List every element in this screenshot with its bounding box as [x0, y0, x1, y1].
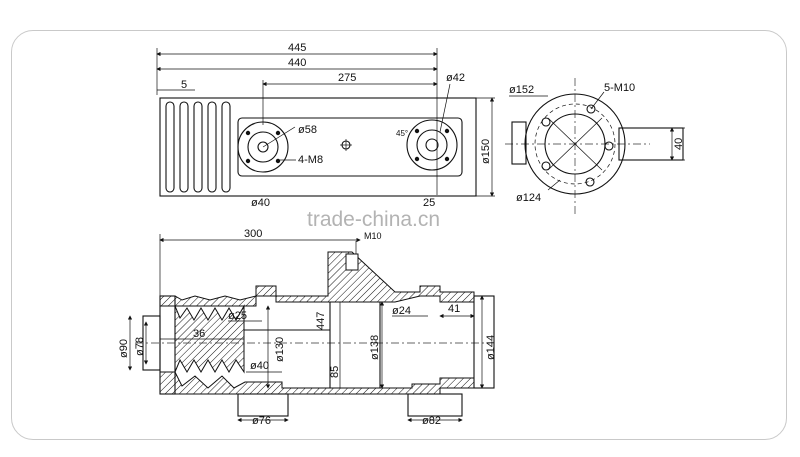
- bolt-hole: [444, 156, 450, 162]
- dim-dia144: ø144: [485, 335, 497, 360]
- flange-center: [425, 138, 439, 152]
- dim-dia150: ø150: [480, 139, 492, 164]
- bolt-hole: [245, 130, 251, 136]
- dim-36: 36: [193, 328, 205, 340]
- dim-dia40-top: ø40: [251, 197, 270, 209]
- left-cap: [159, 295, 176, 395]
- leader-line: [547, 179, 561, 191]
- section-view: 300 M10 ø90: [118, 228, 497, 427]
- dim-dia25: ø25: [228, 310, 247, 322]
- dim-m10: M10: [364, 231, 382, 241]
- dim-41: 41: [448, 303, 460, 315]
- dim-445: 445: [288, 42, 306, 54]
- end-arm: [618, 127, 684, 161]
- end-bolt: [604, 141, 614, 151]
- bolt-circle: [534, 103, 616, 185]
- dim-dia130: ø130: [274, 337, 286, 362]
- end-boss-left: [511, 121, 527, 165]
- upper-wall: [159, 251, 475, 307]
- bolt-hole: [414, 128, 420, 134]
- end-bolt: [585, 177, 595, 187]
- dim-25-top: 25: [423, 197, 435, 209]
- end-outer-circle: [524, 93, 626, 195]
- dim-275: 275: [338, 72, 356, 84]
- dim-dia124: ø124: [516, 192, 541, 204]
- dim-dia24: ø24: [392, 305, 411, 317]
- bolt-hole: [275, 130, 281, 136]
- dim-447: 447: [315, 312, 327, 330]
- shed: [207, 101, 217, 193]
- dim-dia42: ø42: [446, 72, 465, 84]
- top-view: 445 440 275 5: [156, 42, 495, 209]
- dim-40-end: 40: [673, 138, 685, 150]
- shed: [193, 101, 203, 193]
- flange-circle: [237, 121, 289, 173]
- dim-dia40-section: ø40: [250, 360, 269, 372]
- shed: [179, 101, 189, 193]
- end-bolt: [541, 161, 551, 171]
- leader-line: [590, 91, 605, 110]
- threaded-insert: [345, 253, 359, 271]
- end-view: 5-M10 ø152 ø124 40: [505, 78, 685, 214]
- foot-right: [407, 393, 463, 417]
- dim-300: 300: [244, 228, 262, 240]
- insulator-sheds: [165, 101, 231, 193]
- end-bolt: [586, 104, 596, 114]
- dim-dia152: ø152: [509, 84, 534, 96]
- right-flange: [406, 83, 458, 171]
- dim-dia58: ø58: [298, 124, 317, 136]
- shed: [165, 101, 175, 193]
- foot-left: [237, 393, 289, 417]
- dim-dia82: ø82: [422, 415, 441, 427]
- dim-dia76: ø76: [252, 415, 271, 427]
- lower-wall: [159, 371, 475, 395]
- dim-4-m8: 4-M8: [298, 154, 323, 166]
- shed: [221, 101, 231, 193]
- top-body-outline: [159, 97, 477, 197]
- dim-5-m10: 5-M10: [604, 82, 635, 94]
- leader-line: [439, 83, 451, 133]
- dim-5: 5: [181, 79, 187, 91]
- bolt-hole: [275, 158, 281, 164]
- flange-circle: [406, 119, 458, 171]
- drawing-frame: [11, 30, 787, 440]
- bolt-hole: [444, 128, 450, 134]
- watermark: trade-china.cn: [307, 208, 440, 231]
- dim-dia138: ø138: [369, 335, 381, 360]
- end-bolt: [541, 117, 551, 127]
- angle-mark: 45°: [396, 129, 408, 138]
- leader-line: [262, 126, 296, 148]
- flange-center: [257, 141, 269, 153]
- dim-dia78: ø78: [134, 337, 146, 356]
- flange-bore: [416, 129, 448, 161]
- cross-line: [547, 117, 603, 171]
- dim-dia90: ø90: [118, 339, 130, 358]
- bolt-hole: [245, 158, 251, 164]
- left-flange: [237, 121, 296, 173]
- dim-85: 85: [329, 366, 341, 378]
- flange-bore: [247, 131, 279, 163]
- bolt-hole: [414, 156, 420, 162]
- dim-440: 440: [288, 57, 306, 69]
